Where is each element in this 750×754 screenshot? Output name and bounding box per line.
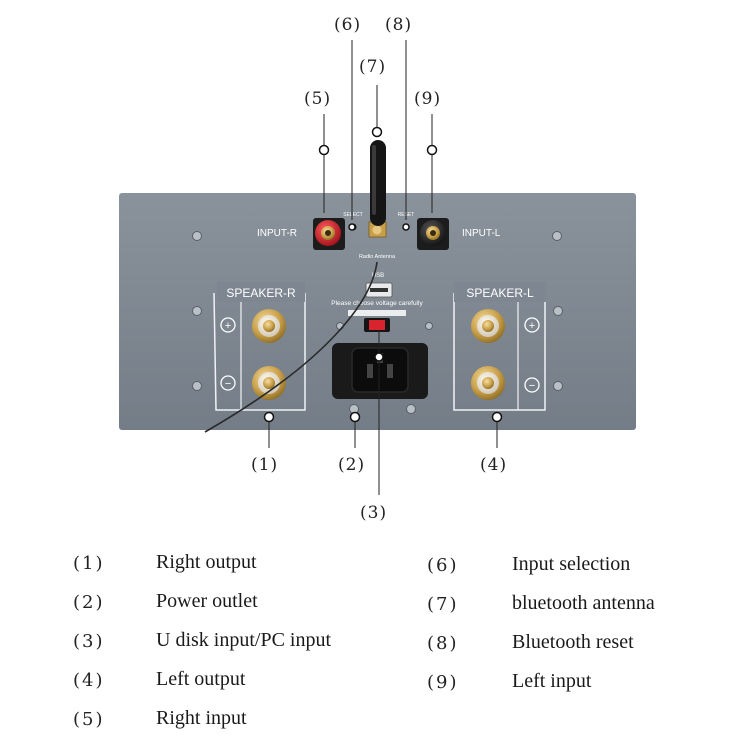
select-label: SELECT bbox=[343, 212, 362, 218]
legend-text-3: U disk input/PC input bbox=[156, 629, 332, 651]
callout-8: (8) bbox=[385, 15, 413, 35]
legend-num-9: (9) bbox=[427, 672, 459, 693]
legend-text-4: Left output bbox=[156, 668, 246, 690]
legend-text-8: Bluetooth reset bbox=[512, 631, 634, 653]
legend-text-9: Left input bbox=[512, 670, 592, 692]
legend-num-1: (1) bbox=[73, 553, 105, 574]
callout-dots bbox=[263, 126, 503, 423]
callout-leader-lines bbox=[268, 40, 498, 495]
callout-9: (9) bbox=[414, 89, 442, 109]
usb-port[interactable] bbox=[365, 282, 393, 298]
speaker-r-plus: + bbox=[225, 320, 231, 332]
panel-screws bbox=[192, 231, 563, 414]
legend-text-5: Right input bbox=[156, 707, 247, 729]
input-r-label: INPUT-R bbox=[257, 228, 297, 239]
legend-num-7: (7) bbox=[427, 594, 459, 615]
callout-3: (3) bbox=[360, 503, 388, 523]
legend-text-7: bluetooth antenna bbox=[512, 592, 655, 614]
usb-label: USB bbox=[372, 273, 384, 279]
legend-text-2: Power outlet bbox=[156, 590, 258, 612]
antenna-cable bbox=[204, 261, 378, 433]
legend-num-2: (2) bbox=[73, 592, 105, 613]
bluetooth-antenna bbox=[368, 140, 387, 238]
callout-4: (4) bbox=[480, 455, 508, 475]
speaker-l-label: SPEAKER-L bbox=[466, 286, 534, 300]
speaker-r-positive-terminal[interactable] bbox=[252, 309, 286, 343]
speaker-l-positive-terminal[interactable] bbox=[471, 309, 505, 343]
legend-num-6: (6) bbox=[427, 555, 459, 576]
voltage-note: Please choose voltage carefully bbox=[331, 300, 423, 307]
chinese-voltage-note bbox=[348, 310, 406, 316]
speaker-l-minus: − bbox=[529, 380, 535, 392]
callout-7: (7) bbox=[359, 57, 387, 77]
speaker-r-negative-terminal[interactable] bbox=[252, 366, 286, 400]
speaker-r-label: SPEAKER-R bbox=[226, 286, 296, 300]
legend-text-6: Input selection bbox=[512, 553, 631, 575]
callout-6: (6) bbox=[334, 15, 362, 35]
legend-num-3: (3) bbox=[73, 631, 105, 652]
legend-num-8: (8) bbox=[427, 633, 459, 654]
callout-1: (1) bbox=[251, 455, 279, 475]
speaker-l-plus: + bbox=[529, 320, 535, 332]
legend-text-1: Right output bbox=[156, 551, 257, 573]
speaker-l-negative-terminal[interactable] bbox=[471, 366, 505, 400]
voltage-selector-switch[interactable] bbox=[364, 318, 390, 332]
speaker-r-minus: − bbox=[225, 378, 231, 390]
power-socket[interactable] bbox=[332, 343, 428, 399]
callout-2: (2) bbox=[338, 455, 366, 475]
legend-num-4: (4) bbox=[73, 670, 105, 691]
callout-5: (5) bbox=[304, 89, 332, 109]
input-r-jack[interactable] bbox=[313, 218, 345, 250]
input-l-label: INPUT-L bbox=[462, 228, 501, 239]
speaker-r-group: SPEAKER-R + − bbox=[213, 282, 306, 411]
radio-antenna-label: Radio Antenna bbox=[359, 254, 396, 260]
legend-num-5: (5) bbox=[73, 709, 105, 730]
input-l-jack[interactable] bbox=[417, 218, 449, 250]
speaker-l-group: SPEAKER-L + − bbox=[453, 282, 546, 411]
